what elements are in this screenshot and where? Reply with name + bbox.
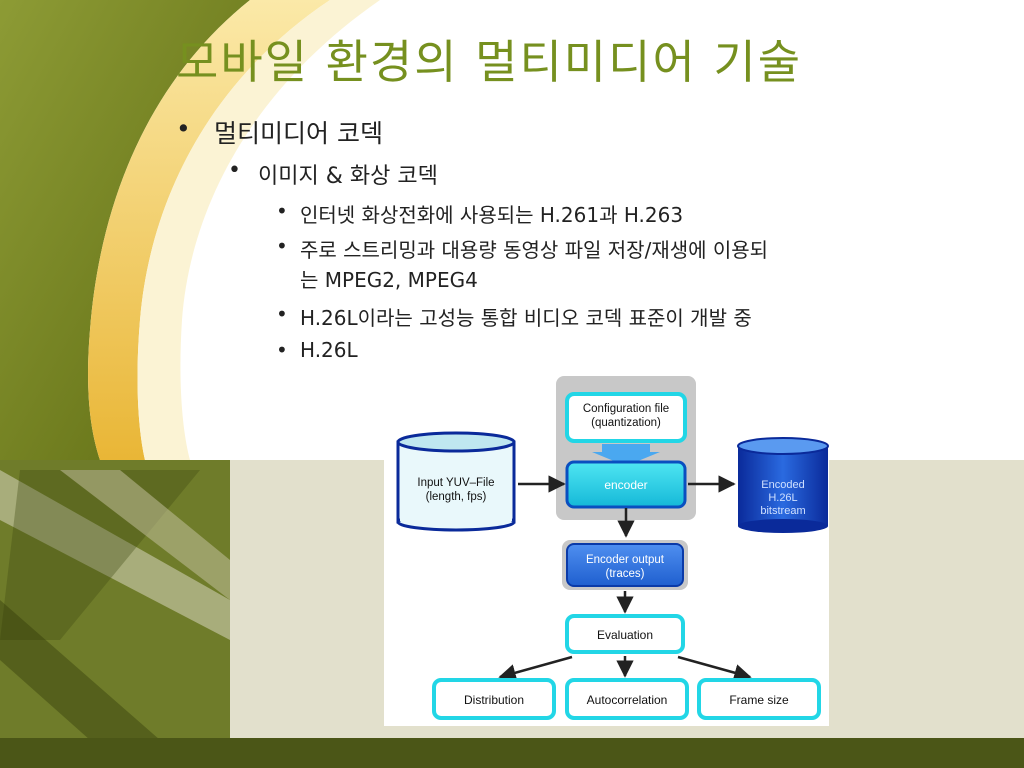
input-yuv-file-cylinder: Input YUV–File (length, fps) [396,431,516,532]
config-file-line1: Configuration file [583,403,669,415]
bullet-level1-codec: • 멀티미디어 코덱 [176,114,383,150]
bullet-level3-h26l-dev: • H.26L이라는 고성능 통합 비디오 코덱 표준이 개발 중 [276,302,752,331]
bullet-level3-mpeg: • 주로 스트리밍과 대용량 동영상 파일 저장/재생에 이용되 [276,234,769,263]
input-line2: (length, fps) [426,491,487,503]
evaluation-label: Evaluation [597,628,653,642]
bullet-dot-icon: • [276,302,288,326]
bullet-text: H.26L이라는 고성능 통합 비디오 코덱 표준이 개발 중 [300,306,752,330]
config-file-box: Configuration file (quantization) [565,392,687,443]
output-line3: bitstream [760,505,805,517]
output-line1: Encoded [761,479,804,491]
config-to-encoder-arrow [592,444,660,466]
bullet-text: 는 MPEG2, MPEG4 [300,268,478,292]
encoder-label: encoder [604,478,647,492]
bullet-dot-icon: • [276,199,288,223]
bullet-level3-h26l: • H.26L [276,338,358,362]
bullet-level2-image-codec: • 이미지 & 화상 코덱 [228,158,438,190]
encoder-output-line1: Encoder output [586,554,665,566]
encoder-output-box: Encoder output (traces) [562,540,688,590]
bullet-text: 주로 스트리밍과 대용량 동영상 파일 저장/재생에 이용되 [300,238,769,262]
bullet-dot-icon: • [176,114,191,143]
bullet-text: H.26L [300,338,358,362]
bullet-dot-icon: • [276,234,288,258]
bullet-dot-icon: • [228,158,241,183]
config-file-line2: (quantization) [591,417,661,429]
bullet-text: 멀티미디어 코덱 [214,119,383,148]
encoder-box: encoder [565,460,687,509]
bullet-level3-mpeg-continuation: 는 MPEG2, MPEG4 [300,264,478,293]
frame-size-label: Frame size [729,693,789,707]
encoder-output-line2: (traces) [606,568,645,580]
evaluation-box: Evaluation [565,614,685,654]
output-line2: H.26L [768,492,797,504]
bullet-text: 이미지 & 화상 코덱 [258,164,438,189]
bullet-level3-h261: • 인터넷 화상전화에 사용되는 H.261과 H.263 [276,199,684,228]
distribution-box: Distribution [432,678,556,720]
input-line1: Input YUV–File [417,477,494,489]
evaluation-to-framesize-arrow [677,655,752,682]
bullet-text: 인터넷 화상전화에 사용되는 H.261과 H.263 [300,203,684,227]
slide-title: 모바일 환경의 멀티미디어 기술 [176,35,803,89]
distribution-label: Distribution [464,693,524,707]
autocorrelation-box: Autocorrelation [565,678,689,720]
autocorrelation-label: Autocorrelation [587,693,668,707]
h26l-evaluation-diagram: Configuration file (quantization) encode… [384,374,829,726]
bullet-dot-icon: • [276,338,288,362]
evaluation-to-distribution-arrow [498,655,573,682]
frame-size-box: Frame size [697,678,821,720]
encoded-bitstream-cylinder: Encoded H.26L bitstream [737,437,829,533]
